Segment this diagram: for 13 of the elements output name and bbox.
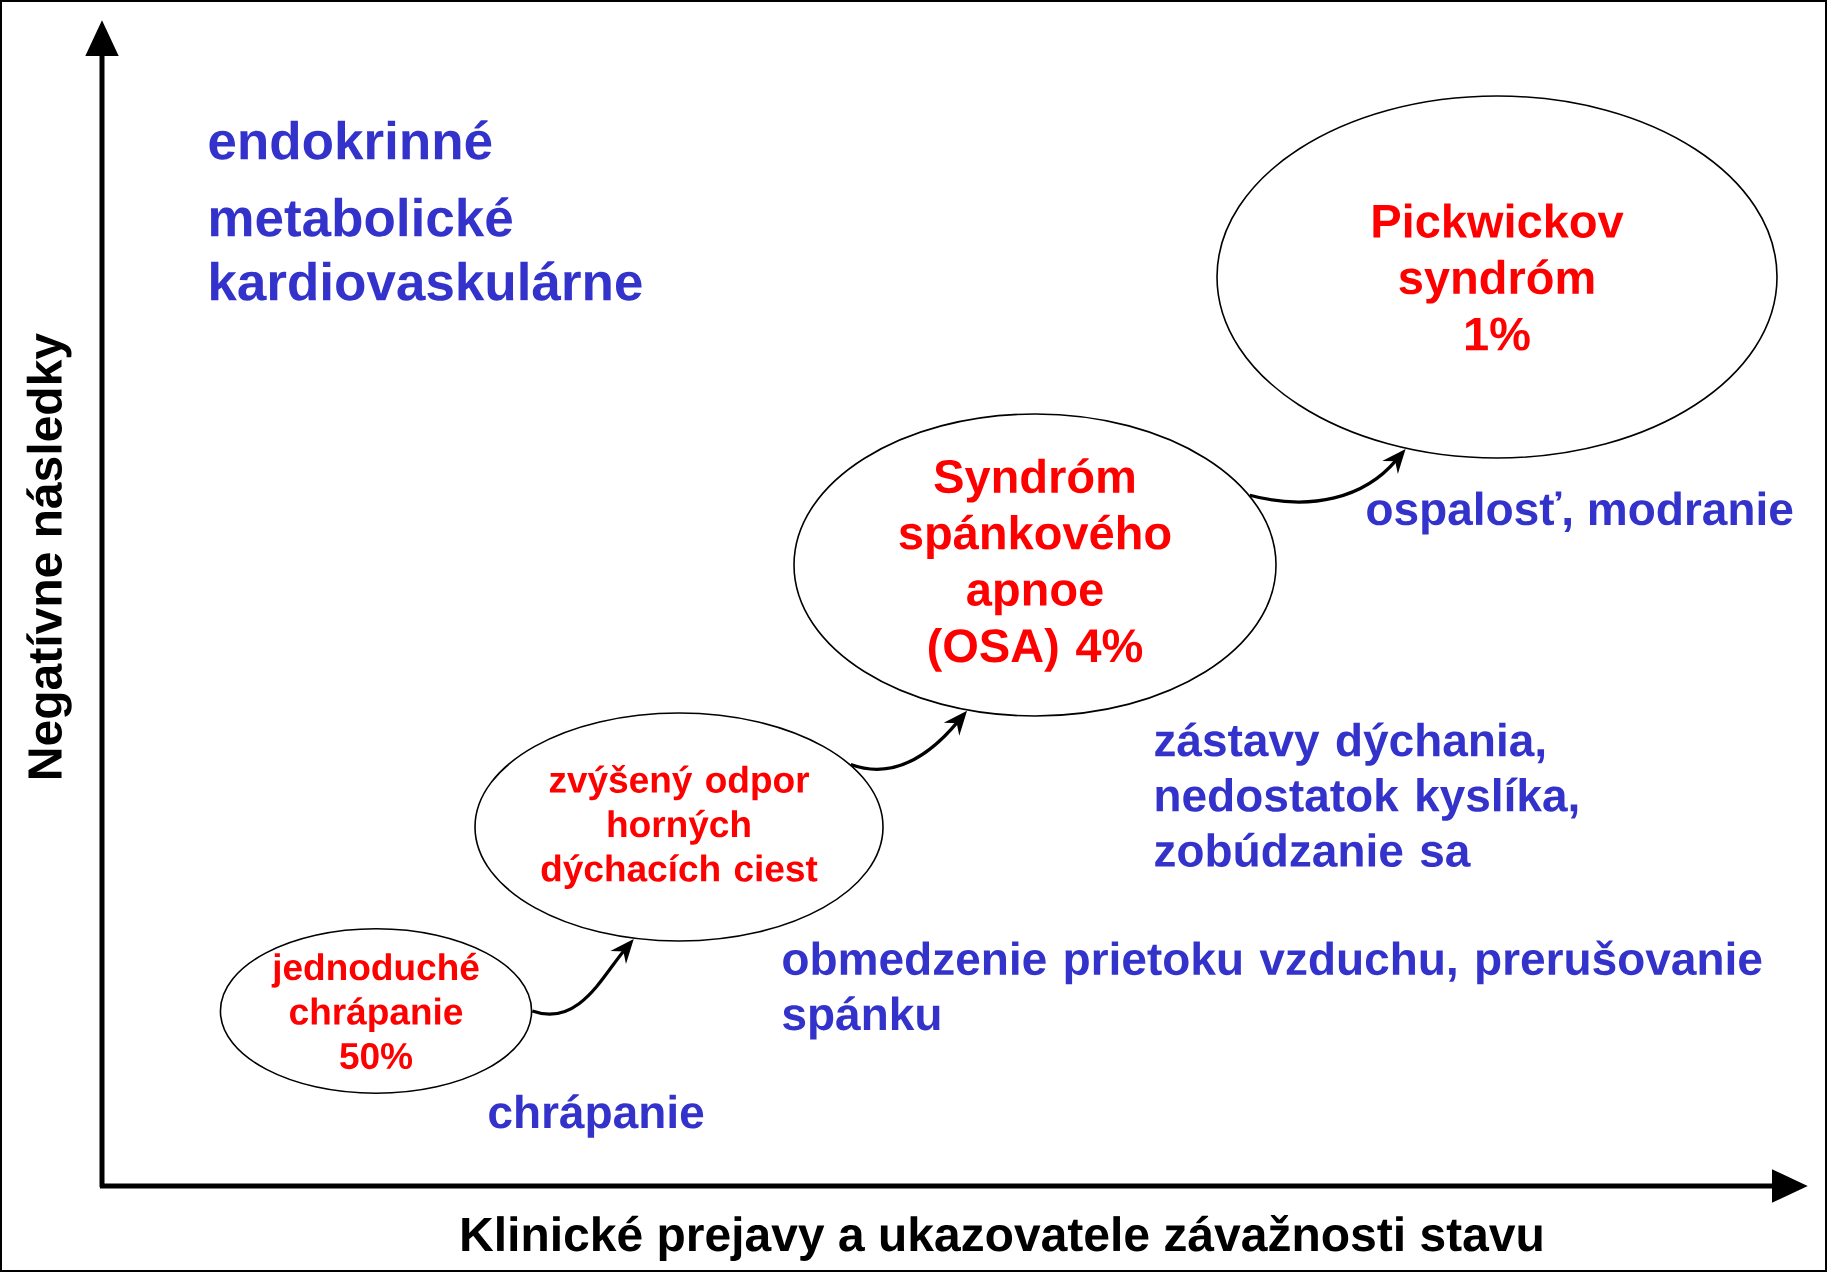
label-text: Klinické prejavy a ukazovatele závažnosti stavu bbox=[462, 1215, 1542, 1261]
ellipse-node: Pickwickov syndróm 1% bbox=[1216, 95, 1778, 459]
label-text: metabolické bbox=[210, 197, 512, 237]
label-text: endokrinné bbox=[209, 120, 492, 160]
label-text: zástavy dýchania, nedostatok kyslíka, zobúdzanie sa bbox=[1155, 722, 1578, 867]
label-text: chrápanie bbox=[489, 1094, 704, 1138]
label-text: Negatívne následky bbox=[26, 333, 72, 778]
ellipse-node: zvýšený odpor horných dýchacích ciest bbox=[474, 712, 884, 942]
label-text: kardiovaskulárne bbox=[211, 261, 642, 301]
ellipse-node: jednoduché chrápanie 50% bbox=[219, 927, 533, 1095]
ellipse-node: Syndróm spánkového apnoe (OSA) 4% bbox=[793, 413, 1277, 717]
label-text: ospalosť, modranie bbox=[1367, 491, 1793, 535]
label-text: obmedzenie prietoku vzduchu, prerušovanie spánku bbox=[783, 940, 1762, 1040]
